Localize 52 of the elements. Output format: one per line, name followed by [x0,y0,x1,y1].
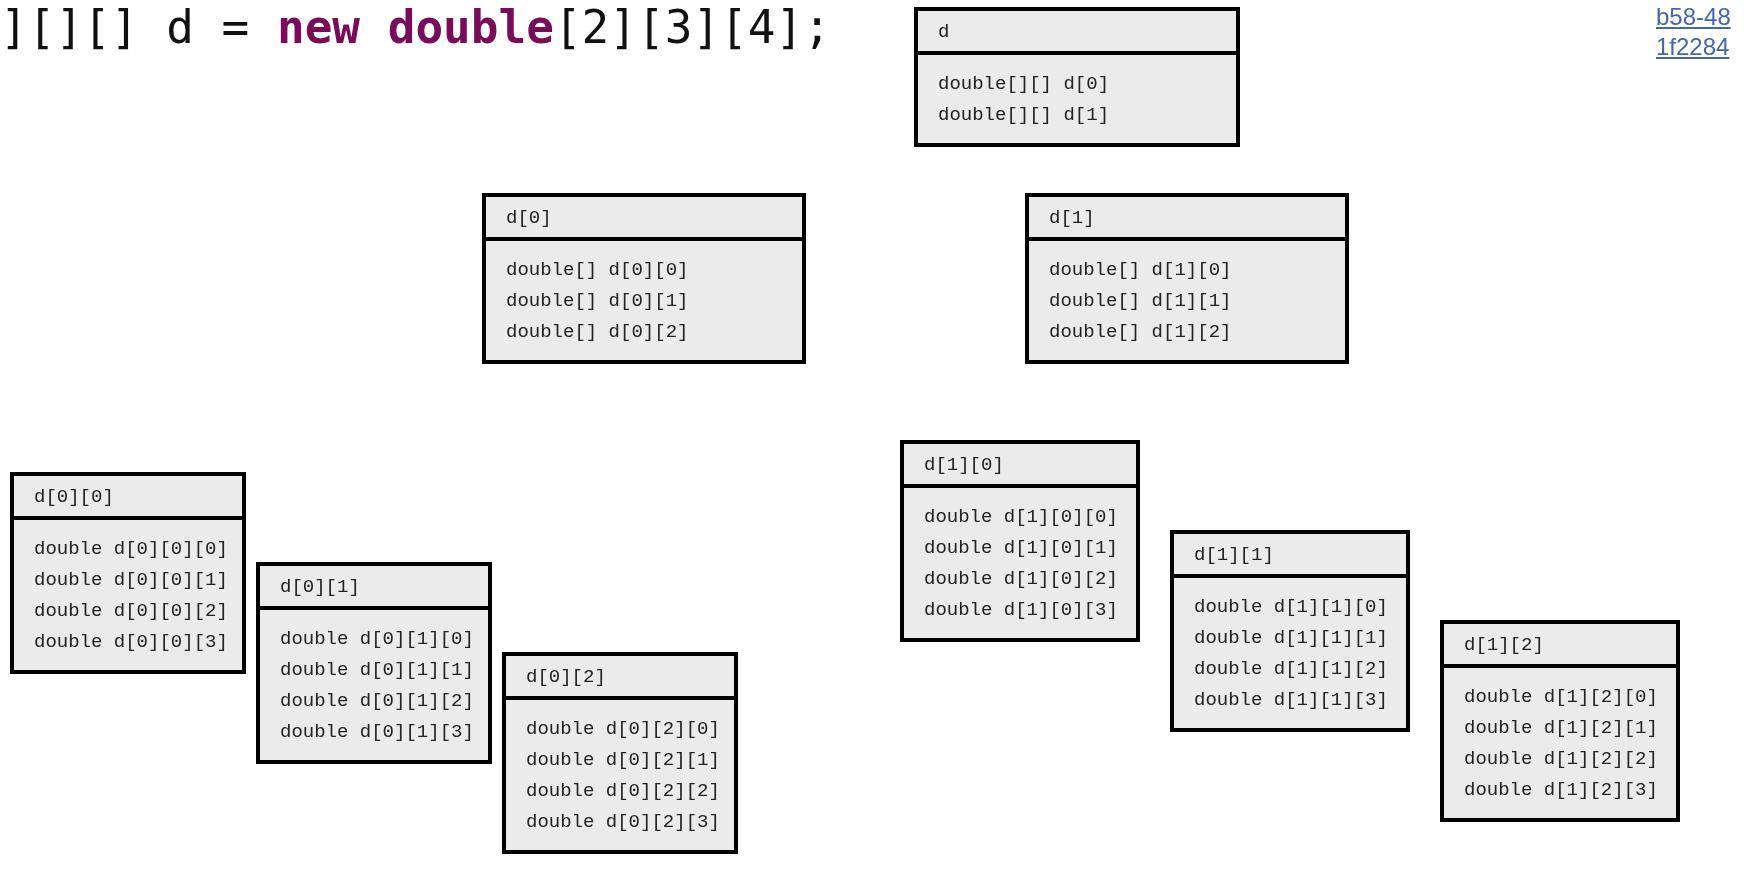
array-name: d [938,21,950,43]
array-box [1025,193,1349,364]
array-name: d[1] [1049,207,1095,229]
element-declaration: double d[1][0][2] [924,567,1118,592]
element-declaration: double d[1][2][3] [1464,778,1658,803]
array-box [1440,620,1680,822]
element-declaration: double[] d[0][0] [506,258,689,283]
array-box [1170,530,1410,732]
element-declaration: double d[0][1][1] [280,658,474,683]
element-declaration: double d[1][0][3] [924,598,1118,623]
element-declaration: double d[1][2][0] [1464,685,1658,710]
element-declaration: double[][] d[0] [938,72,1110,97]
element-declaration: double d[1][2][1] [1464,716,1658,741]
element-declaration: double[] d[0][1] [506,289,689,314]
array-box [10,472,246,674]
array-name: d[1][2] [1464,634,1544,656]
array-box [900,440,1140,642]
element-declaration: double d[1][1][1] [1194,626,1388,651]
hash-link: b58-48 1f2284 [1656,2,1732,62]
element-declaration: double[] d[1][0] [1049,258,1232,283]
code-statement: ][][] d = new double[2][3][4]; [0,0,831,54]
element-declaration: double d[0][2][3] [526,810,720,835]
element-declaration: double d[0][1][2] [280,689,474,714]
element-declaration: double d[0][2][0] [526,717,720,742]
array-name: d[0][1] [280,576,360,598]
element-declaration: double[][] d[1] [938,103,1110,128]
element-declaration: double d[0][0][2] [34,599,228,624]
element-declaration: double d[0][2][1] [526,748,720,773]
element-declaration: double d[0][0][0] [34,537,228,562]
element-declaration: double[] d[1][1] [1049,289,1232,314]
array-name: d[0][0] [34,486,114,508]
element-declaration: double d[1][1][2] [1194,657,1388,682]
element-declaration: double d[0][1][0] [280,627,474,652]
element-declaration: double[] d[0][2] [506,320,689,345]
array-name: d[1][0] [924,454,1004,476]
element-declaration: double[] d[1][2] [1049,320,1232,345]
element-declaration: double d[1][0][1] [924,536,1118,561]
array-box [482,193,806,364]
array-box [914,7,1240,147]
element-declaration: double d[1][1][3] [1194,688,1388,713]
element-declaration: double d[0][0][3] [34,630,228,655]
element-declaration: double d[0][1][3] [280,720,474,745]
array-name: d[1][1] [1194,544,1274,566]
array-box [502,652,738,854]
array-name: d[0][2] [526,666,606,688]
array-name: d[0] [506,207,552,229]
element-declaration: double d[1][1][0] [1194,595,1388,620]
element-declaration: double d[0][0][1] [34,568,228,593]
element-declaration: double d[0][2][2] [526,779,720,804]
element-declaration: double d[1][2][2] [1464,747,1658,772]
array-box [256,562,492,764]
element-declaration: double d[1][0][0] [924,505,1118,530]
